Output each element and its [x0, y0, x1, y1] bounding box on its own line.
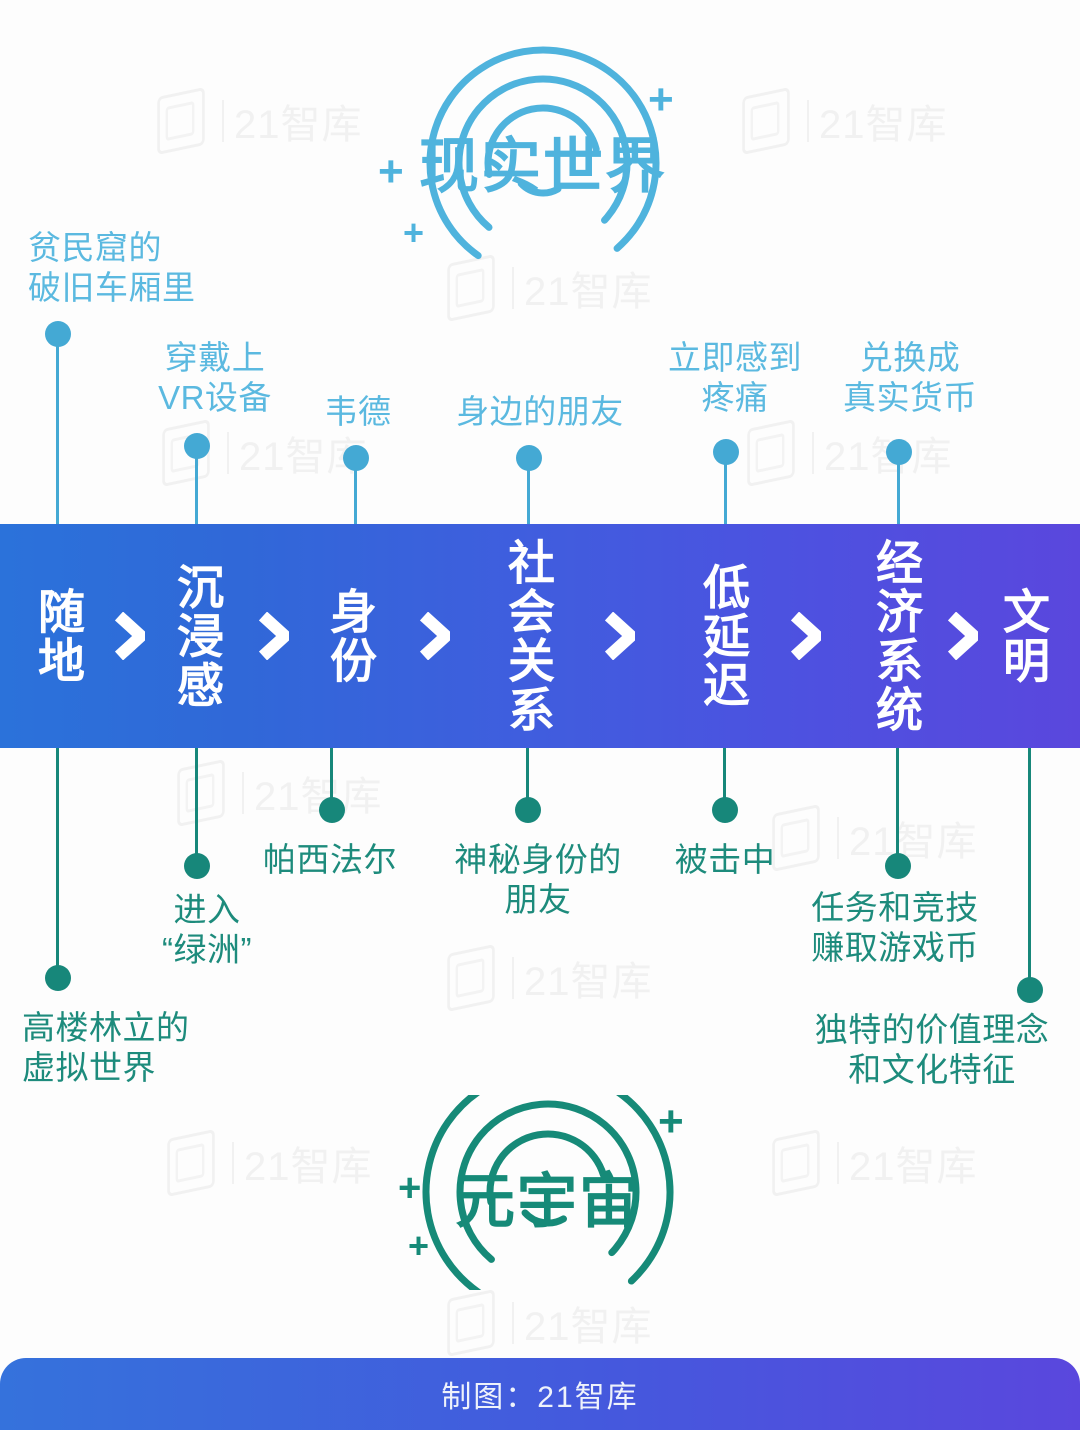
watermark-label: 21智库	[819, 103, 948, 147]
bottom-label-5: 任务和竞技 赚取游戏币	[811, 889, 979, 967]
cube-logo-icon	[765, 1130, 827, 1196]
emblem-metaverse-label: 元宇宙	[455, 1168, 641, 1236]
watermark-divider	[242, 772, 244, 814]
watermark-divider	[512, 957, 514, 999]
cube-logo-icon	[160, 1130, 222, 1196]
cube-logo-icon	[440, 1290, 502, 1356]
top-label-4: 立即感到 疼痛	[668, 339, 802, 417]
chevron-right-icon-4	[791, 612, 821, 660]
watermark-label: 21智库	[234, 103, 363, 147]
emblem-metaverse: 元宇宙	[408, 1066, 688, 1318]
watermark-divider	[807, 100, 809, 142]
top-label-1: 穿戴上 VR设备	[158, 339, 272, 417]
bottom-label-2: 帕西法尔	[263, 841, 397, 878]
pipeline-term-5: 经济系统	[868, 538, 922, 734]
plus-mark-icon: +	[403, 212, 425, 253]
plus-mark-icon: +	[398, 1166, 422, 1210]
connector-stem-top-2	[342, 445, 369, 524]
watermark-label: 21智库	[849, 1145, 978, 1189]
connector-stem-top-5	[885, 439, 912, 524]
connector-dot-icon	[884, 853, 911, 879]
connector-stem-top-3	[515, 445, 542, 524]
emblem-real-world-label: 现实世界	[419, 132, 667, 200]
plus-mark-icon: +	[378, 147, 404, 196]
connector-dot-icon	[183, 433, 210, 459]
bottom-label-1: 进入 “绿洲”	[162, 891, 252, 969]
connector-dot-icon	[885, 439, 912, 465]
connector-dot-icon	[515, 445, 542, 471]
pipeline-term-2: 身份	[322, 587, 376, 685]
connector-stem-bottom-3	[514, 748, 541, 823]
top-label-3: 身边的朋友	[456, 393, 624, 430]
watermark-divider	[232, 1142, 234, 1184]
connector-dot-icon	[514, 797, 541, 823]
bottom-label-4: 被击中	[674, 841, 776, 878]
watermark: 21智库	[765, 1130, 978, 1196]
bottom-label-6: 独特的价值理念 和文化特征	[814, 1011, 1050, 1089]
connector-stem-bottom-0	[44, 748, 71, 991]
watermark-divider	[512, 1302, 514, 1344]
cube-logo-icon	[170, 760, 232, 826]
cube-logo-icon	[440, 945, 502, 1011]
connector-stem-top-1	[183, 433, 210, 524]
top-label-2: 韦德	[324, 393, 392, 430]
pipeline-term-4: 低延迟	[695, 562, 749, 710]
connector-dot-icon	[318, 797, 345, 823]
watermark-label: 21智库	[244, 1145, 373, 1189]
chevron-right-icon-1	[259, 612, 289, 660]
pipeline-term-3: 社会关系	[500, 538, 554, 734]
watermark: 21智库	[170, 760, 383, 826]
chevron-right-icon-2	[420, 612, 450, 660]
watermark-label: 21智库	[849, 820, 978, 864]
watermark-divider	[222, 100, 224, 142]
top-label-5: 兑换成 真实货币	[843, 339, 977, 417]
chevron-right-icon-5	[948, 612, 978, 660]
credit-label: 制图：21智库	[441, 1381, 639, 1414]
connector-dot-icon	[44, 321, 71, 347]
bottom-label-3: 神秘身份的 朋友	[454, 841, 622, 919]
connector-dot-icon	[342, 445, 369, 471]
top-label-0: 贫民窟的 破旧车厢里	[28, 229, 196, 307]
plus-mark-icon: +	[658, 1097, 684, 1146]
watermark-divider	[227, 432, 229, 474]
bottom-label-0: 高楼林立的 虚拟世界	[22, 1009, 190, 1087]
watermark: 21智库	[735, 88, 948, 154]
pipeline-term-6: 文明	[995, 587, 1049, 685]
watermark-divider	[837, 1142, 839, 1184]
connector-stem-top-0	[44, 321, 71, 524]
plus-mark-icon: +	[408, 1225, 430, 1266]
pipeline-term-0: 随地	[30, 587, 84, 685]
cube-logo-icon	[735, 88, 797, 154]
connector-dot-icon	[183, 853, 210, 879]
watermark-divider	[812, 432, 814, 474]
connector-stem-bottom-6	[1016, 748, 1043, 1003]
watermark: 21智库	[160, 1130, 373, 1196]
plus-mark-icon: +	[648, 75, 674, 124]
watermark: 21智库	[740, 420, 953, 486]
chevron-right-icon-0	[115, 612, 145, 660]
cube-logo-icon	[740, 420, 802, 486]
watermark-label: 21智库	[524, 1305, 653, 1349]
cube-logo-icon	[150, 88, 212, 154]
chevron-right-icon-3	[605, 612, 635, 660]
connector-dot-icon	[44, 965, 71, 991]
connector-stem-bottom-1	[183, 748, 210, 879]
connector-stem-bottom-5	[884, 748, 911, 879]
watermark: 21智库	[440, 1290, 653, 1356]
connector-stem-bottom-4	[711, 748, 738, 823]
watermark: 21智库	[150, 88, 363, 154]
pipeline-bar: 随地 沉浸感 身份 社会关系 低延迟 经济系统 文明	[0, 524, 1080, 748]
footer-bar: 制图：21智库	[0, 1358, 1080, 1430]
connector-dot-icon	[711, 797, 738, 823]
emblem-real-world: 现实世界	[398, 38, 688, 288]
watermark-label: 21智库	[524, 960, 653, 1004]
connector-stem-top-4	[712, 439, 739, 524]
connector-dot-icon	[1016, 977, 1043, 1003]
concentric-rings-icon	[426, 46, 660, 280]
connector-dot-icon	[712, 439, 739, 465]
watermark: 21智库	[440, 945, 653, 1011]
pipeline-term-1: 沉浸感	[169, 562, 223, 710]
connector-stem-bottom-2	[318, 748, 345, 823]
